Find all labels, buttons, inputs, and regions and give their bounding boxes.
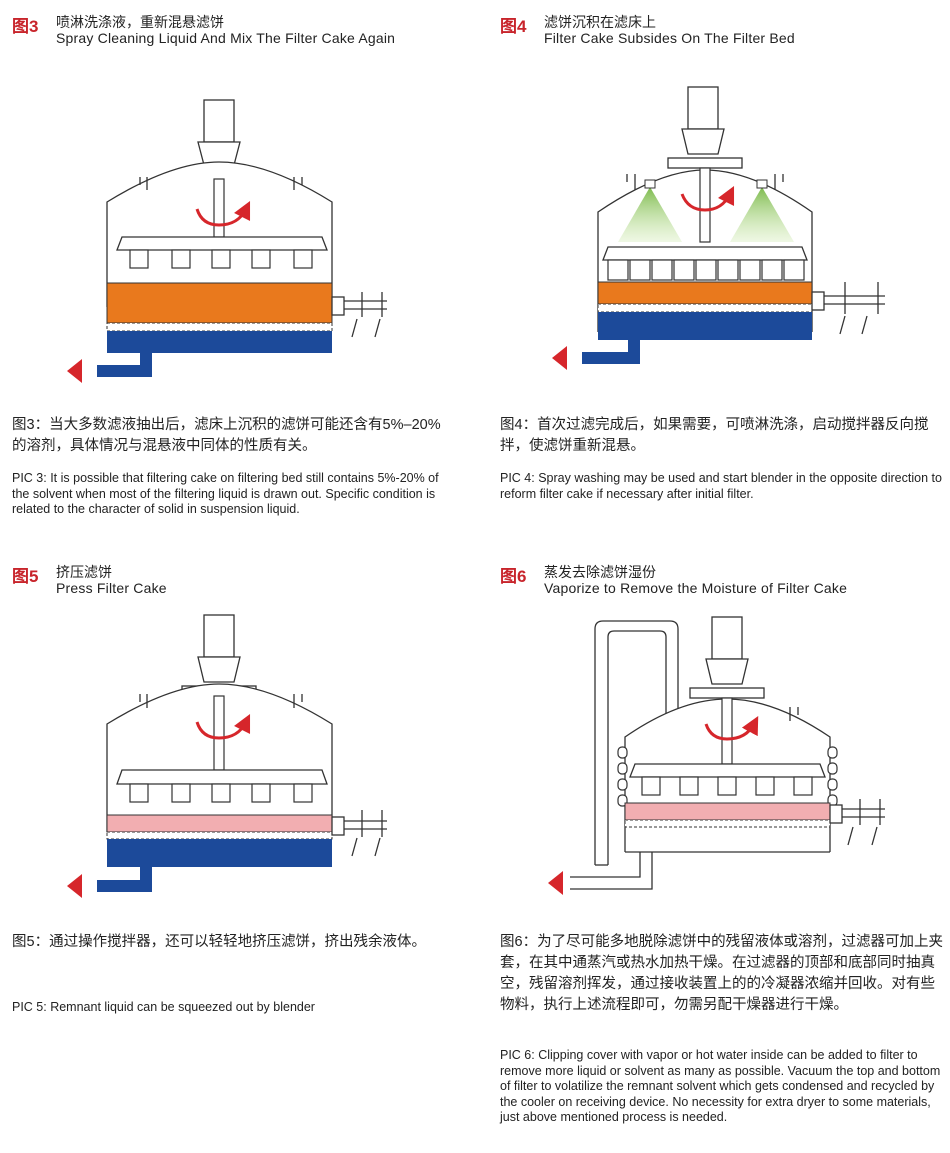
outlet-arrow-icon: [67, 359, 82, 383]
discharge-valve: [331, 292, 387, 338]
rotation-arrow: [195, 200, 251, 227]
title-chinese: 滤饼沉积在滤床上: [544, 14, 656, 30]
motor-stack: [667, 86, 743, 169]
agitator-shaft: [213, 695, 225, 771]
filtrate: [107, 839, 332, 867]
blender-blade: [116, 236, 328, 251]
caption-english: PIC 3: It is possible that filtering cak…: [12, 471, 439, 516]
rotation-arrow: [704, 716, 759, 741]
panel-header: 图4 滤饼沉积在滤床上 Filter Cake Subsides On The …: [500, 12, 950, 52]
heating-jacket: [617, 746, 838, 807]
filter-bed: [597, 303, 813, 313]
panel-header: 图6 蒸发去除滤饼湿份 Vaporize to Remove the Moist…: [500, 562, 950, 602]
vacuum-pipe: [594, 620, 679, 865]
caption-chinese: 图6：为了尽可能多地脱除滤饼中的残留液体或溶剂，过滤器可加上夹套，在其中通蒸汽或…: [500, 934, 944, 1013]
panel-header: 图3 喷淋洗涤液，重新混悬滤饼 Spray Cleaning Liquid An…: [12, 12, 462, 52]
title-chinese: 蒸发去除滤饼湿份: [544, 564, 656, 580]
title-english: Vaporize to Remove the Moisture of Filte…: [544, 580, 848, 596]
figure-label: 图6: [500, 567, 527, 586]
discharge-valve: [829, 799, 885, 846]
filter-diagram: [552, 86, 885, 370]
outlet-pipe: [97, 353, 152, 377]
title-english: Spray Cleaning Liquid And Mix The Filter…: [56, 30, 396, 46]
title-english: Filter Cake Subsides On The Filter Bed: [544, 30, 795, 46]
filter-bed: [106, 831, 333, 840]
spray-cone-left: [618, 187, 682, 242]
blender-blade: [629, 763, 826, 778]
title-english: Press Filter Cake: [56, 580, 167, 596]
blender-blade: [602, 246, 808, 261]
panel-pic6: 图6 蒸发去除滤饼湿份 Vaporize to Remove the Moist…: [500, 562, 950, 1142]
caption-english: PIC 6: Clipping cover with vapor or hot …: [500, 1048, 941, 1124]
rotation-arrow: [195, 713, 251, 740]
title-chinese: 喷淋洗涤液，重新混悬滤饼: [56, 14, 224, 30]
outlet-pipe: [582, 340, 640, 364]
caption-english: PIC 5: Remnant liquid can be squeezed ou…: [12, 1000, 315, 1014]
filter-cake: [106, 814, 333, 833]
panel-pic5: 图5 挤压滤饼 Press Filter Cake: [12, 562, 462, 1122]
figure-label: 图5: [12, 567, 39, 586]
panel-header: 图5 挤压滤饼 Press Filter Cake: [12, 562, 462, 602]
motor-stack: [689, 616, 765, 699]
filter-diagram: [548, 616, 885, 895]
caption-english: PIC 4: Spray washing may be used and sta…: [500, 471, 942, 501]
filtrate: [107, 331, 332, 353]
caption-chinese: 图4：首次过滤完成后，如果需要，可喷淋洗涤，启动搅拌器反向搅拌，使滤饼重新混悬。: [500, 417, 929, 454]
filter-diagram: [67, 614, 387, 898]
agitator-shaft: [699, 167, 711, 243]
rotation-arrow: [680, 185, 735, 212]
panel-pic4: 图4 滤饼沉积在滤床上 Filter Cake Subsides On The …: [500, 12, 950, 542]
figure-label: 图4: [500, 17, 527, 36]
panel-pic3: 图3 喷淋洗涤液，重新混悬滤饼 Spray Cleaning Liquid An…: [12, 12, 462, 542]
filter-bed: [624, 819, 831, 828]
blade-teeth: [607, 259, 805, 281]
caption-chinese: 图5：通过操作搅拌器，还可以轻轻地挤压滤饼，挤出残余液体。: [12, 934, 427, 950]
filter-cake: [624, 802, 831, 821]
discharge-valve: [811, 282, 885, 335]
blade-teeth: [129, 783, 313, 803]
figure-label: 图3: [12, 17, 39, 36]
discharge-valve: [331, 810, 387, 857]
filtrate: [598, 312, 812, 340]
outlet-arrow-icon: [67, 874, 82, 898]
blade-teeth: [129, 249, 313, 269]
outlet-pipe: [97, 867, 152, 892]
agitator-shaft: [213, 178, 225, 238]
filter-bed: [106, 322, 333, 332]
filter-cake: [597, 281, 813, 305]
outlet-arrow-icon: [548, 871, 563, 895]
spray-cone-right: [730, 187, 794, 242]
blade-teeth: [641, 776, 813, 796]
title-chinese: 挤压滤饼: [56, 564, 112, 580]
filter-diagram: [67, 99, 387, 383]
caption-chinese: 图3：当大多数滤液抽出后，滤床上沉积的滤饼可能还含有5%–20%的溶剂，具体情况…: [12, 417, 441, 454]
outlet-arrow-icon: [552, 346, 567, 370]
agitator-shaft: [721, 697, 733, 765]
blender-blade: [116, 769, 328, 785]
filter-cake: [106, 282, 333, 324]
